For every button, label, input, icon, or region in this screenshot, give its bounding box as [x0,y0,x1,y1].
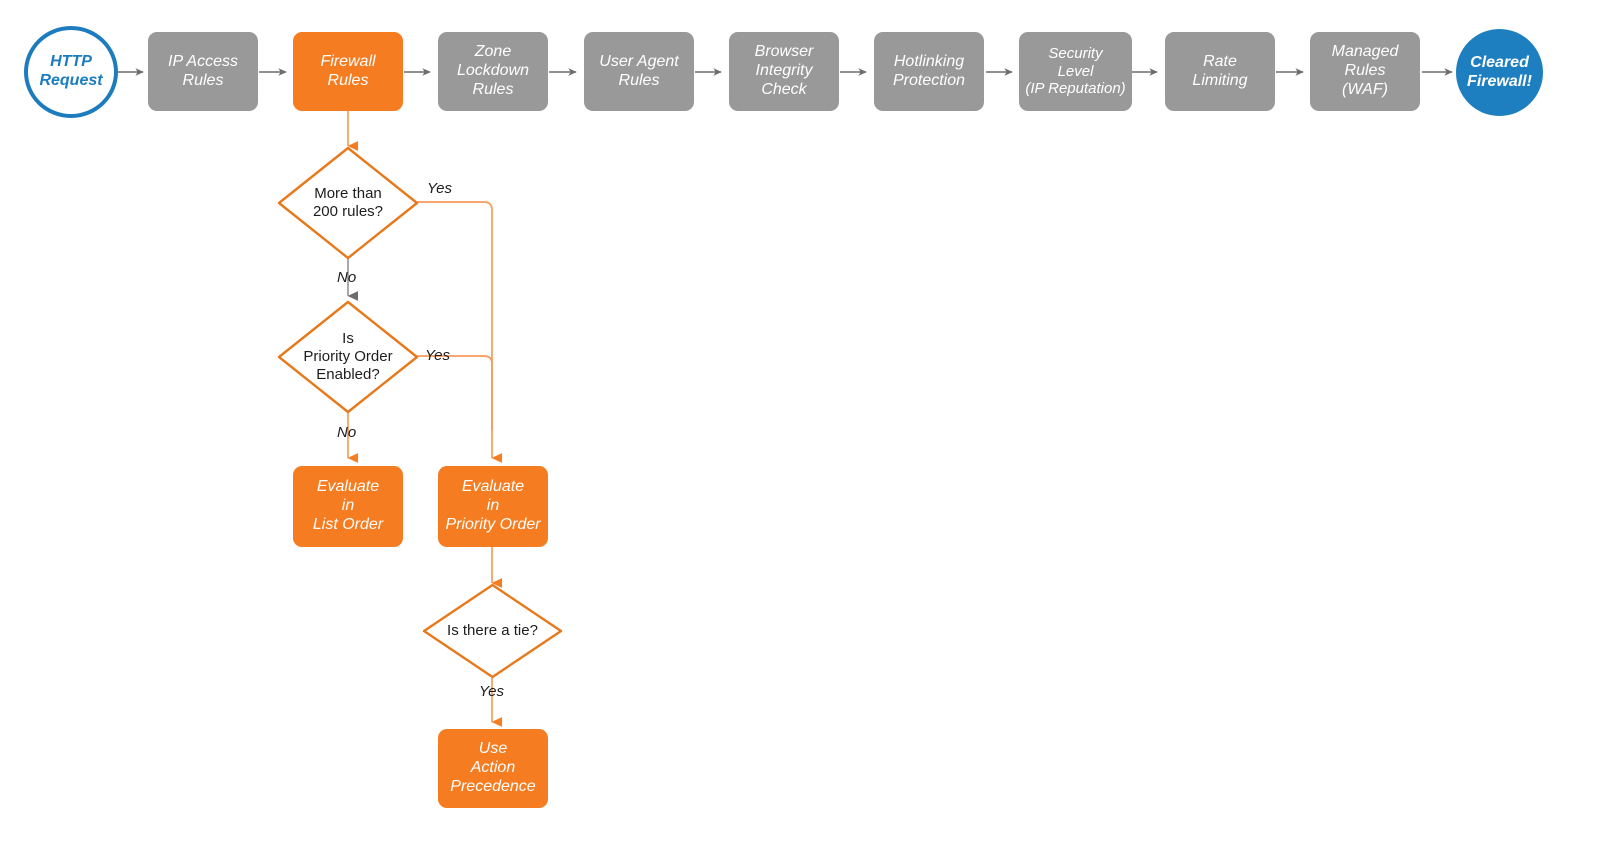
node-user-agent-rules[interactable]: User Agent Rules [584,32,694,111]
node-security-level-label: Security Level (IP Reputation) [1025,44,1126,98]
node-rate-limiting-label: Rate Limiting [1192,52,1248,89]
diamond-shape [277,146,419,260]
node-cleared-firewall[interactable]: Cleared Firewall! [1456,29,1543,116]
node-evaluate-in-priority-order-label: Evaluate in Priority Order [445,478,541,533]
node-hotlinking-protection[interactable]: Hotlinking Protection [874,32,984,111]
node-security-level[interactable]: Security Level (IP Reputation) [1019,32,1132,111]
node-use-action-precedence-label: Use Action Precedence [450,740,536,795]
node-firewall-rules-label: Firewall Rules [320,52,376,89]
node-browser-integrity-check-label: Browser Integrity Check [754,43,814,98]
edge-label-more-than-200-yes: Yes [427,180,453,197]
node-rate-limiting[interactable]: Rate Limiting [1165,32,1275,111]
edge-label-priority-order-yes: Yes [425,347,451,364]
diamond-shape [422,583,563,679]
decision-more-than-200-rules-label: More than 200 rules? [312,185,384,220]
edge-label-more-than-200-no: No [337,269,357,286]
node-ip-access-rules[interactable]: IP Access Rules [148,32,258,111]
node-user-agent-rules-label: User Agent Rules [599,52,679,89]
edge-more-than-200-yes [417,201,502,463]
node-cleared-firewall-label: Cleared Firewall! [1467,53,1532,90]
node-evaluate-in-list-order[interactable]: Evaluate in List Order [293,466,403,547]
node-zone-lockdown-rules-label: Zone Lockdown Rules [456,43,530,98]
edge-priority-order-yes [417,355,493,430]
node-managed-rules-waf[interactable]: Managed Rules (WAF) [1310,32,1420,111]
edge-label-priority-order-no: No [337,424,357,441]
node-evaluate-in-list-order-label: Evaluate in List Order [312,478,384,533]
node-browser-integrity-check[interactable]: Browser Integrity Check [729,32,839,111]
node-firewall-rules[interactable]: Firewall Rules [293,32,403,111]
node-managed-rules-waf-label: Managed Rules (WAF) [1331,43,1399,98]
diamond-shape [277,300,419,414]
decision-more-than-200-rules[interactable]: More than 200 rules? [277,146,419,260]
decision-is-there-a-tie-label: Is there a tie? [447,622,538,639]
node-hotlinking-protection-label: Hotlinking Protection [892,52,966,89]
decision-is-there-a-tie[interactable]: Is there a tie? [422,583,563,679]
node-zone-lockdown-rules[interactable]: Zone Lockdown Rules [438,32,548,111]
node-http-request[interactable]: HTTP Request [24,26,118,118]
node-ip-access-rules-label: IP Access Rules [168,52,238,89]
node-evaluate-in-priority-order[interactable]: Evaluate in Priority Order [438,466,548,547]
node-http-request-label: HTTP Request [39,53,103,89]
node-use-action-precedence[interactable]: Use Action Precedence [438,729,548,808]
decision-is-priority-order-enabled[interactable]: Is Priority Order Enabled? [277,300,419,414]
edge-label-tie-yes: Yes [479,683,505,700]
decision-is-priority-order-enabled-label: Is Priority Order Enabled? [303,330,393,383]
